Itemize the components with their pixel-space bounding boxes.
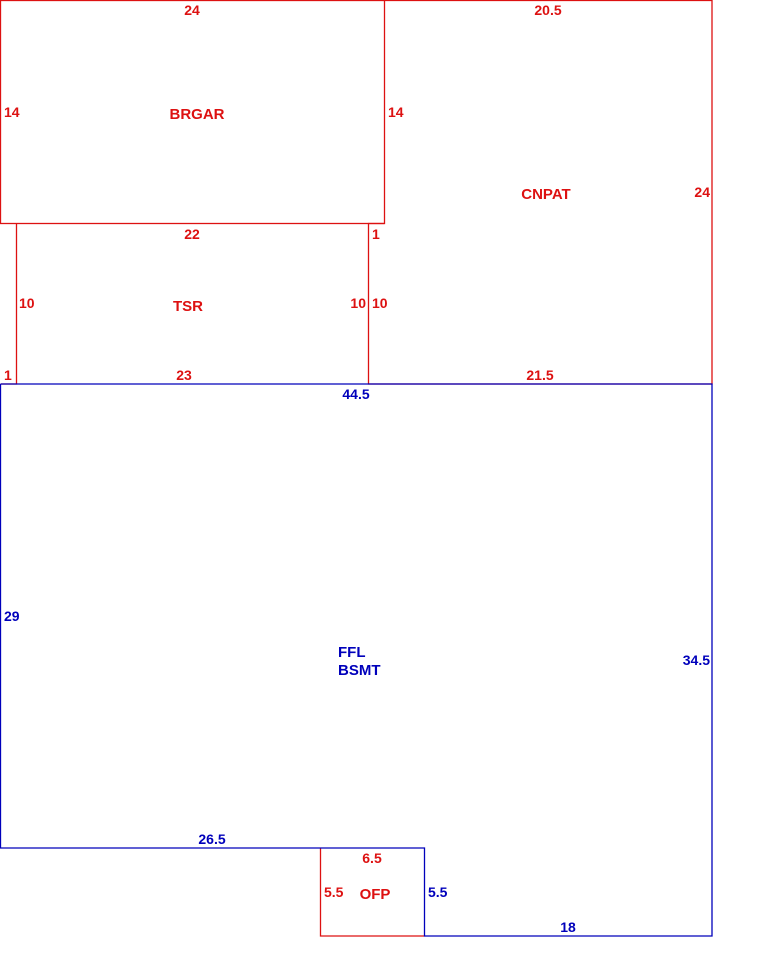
ofp-name: OFP (360, 886, 391, 903)
brgar-outline (0, 0, 386, 225)
brgar-dim-top: 24 (184, 2, 200, 18)
ffl-bsmt-outline (0, 383, 713, 937)
blue-outlines (0, 383, 713, 937)
ffl-bsmt-dim-bottom-right: 18 (560, 919, 576, 935)
ffl-bsmt-dim-left: 29 (4, 608, 20, 624)
tsr-dim-step: 1 (4, 367, 12, 383)
brgar-name: BRGAR (170, 106, 225, 123)
ffl-bsmt-dim-right: 34.5 (683, 652, 710, 668)
ofp-dim-top: 6.5 (362, 850, 382, 866)
tsr-outline (0, 223, 18, 385)
tsr-dim-top: 22 (184, 226, 200, 242)
ofp-outline (319, 848, 425, 937)
ffl-bsmt-dim-top: 44.5 (342, 386, 369, 402)
red-outlines (0, 0, 713, 937)
ffl-bsmt-dim-notch: 5.5 (428, 884, 448, 900)
cnpat-dim-right: 24 (694, 184, 710, 200)
tsr-dim-bottom: 23 (176, 367, 192, 383)
cnpat-name: CNPAT (521, 186, 570, 203)
ffl-bsmt-name-line2: BSMT (338, 662, 381, 679)
cnpat-dim-left: 10 (372, 295, 388, 311)
tsr-dim-right: 10 (350, 295, 366, 311)
ffl-bsmt-dim-bottom-left: 26.5 (198, 831, 225, 847)
cnpat-dim-step: 1 (372, 226, 380, 242)
ffl-bsmt-name-line1: FFL (338, 644, 366, 661)
ofp-dim-left: 5.5 (324, 884, 344, 900)
cnpat-dim-bottom: 21.5 (526, 367, 553, 383)
tsr-name: TSR (173, 298, 203, 315)
tsr-dim-left: 10 (19, 295, 35, 311)
brgar-dim-left: 14 (4, 104, 20, 120)
brgar-dim-right: 14 (388, 104, 404, 120)
cnpat-dim-top: 20.5 (534, 2, 561, 18)
